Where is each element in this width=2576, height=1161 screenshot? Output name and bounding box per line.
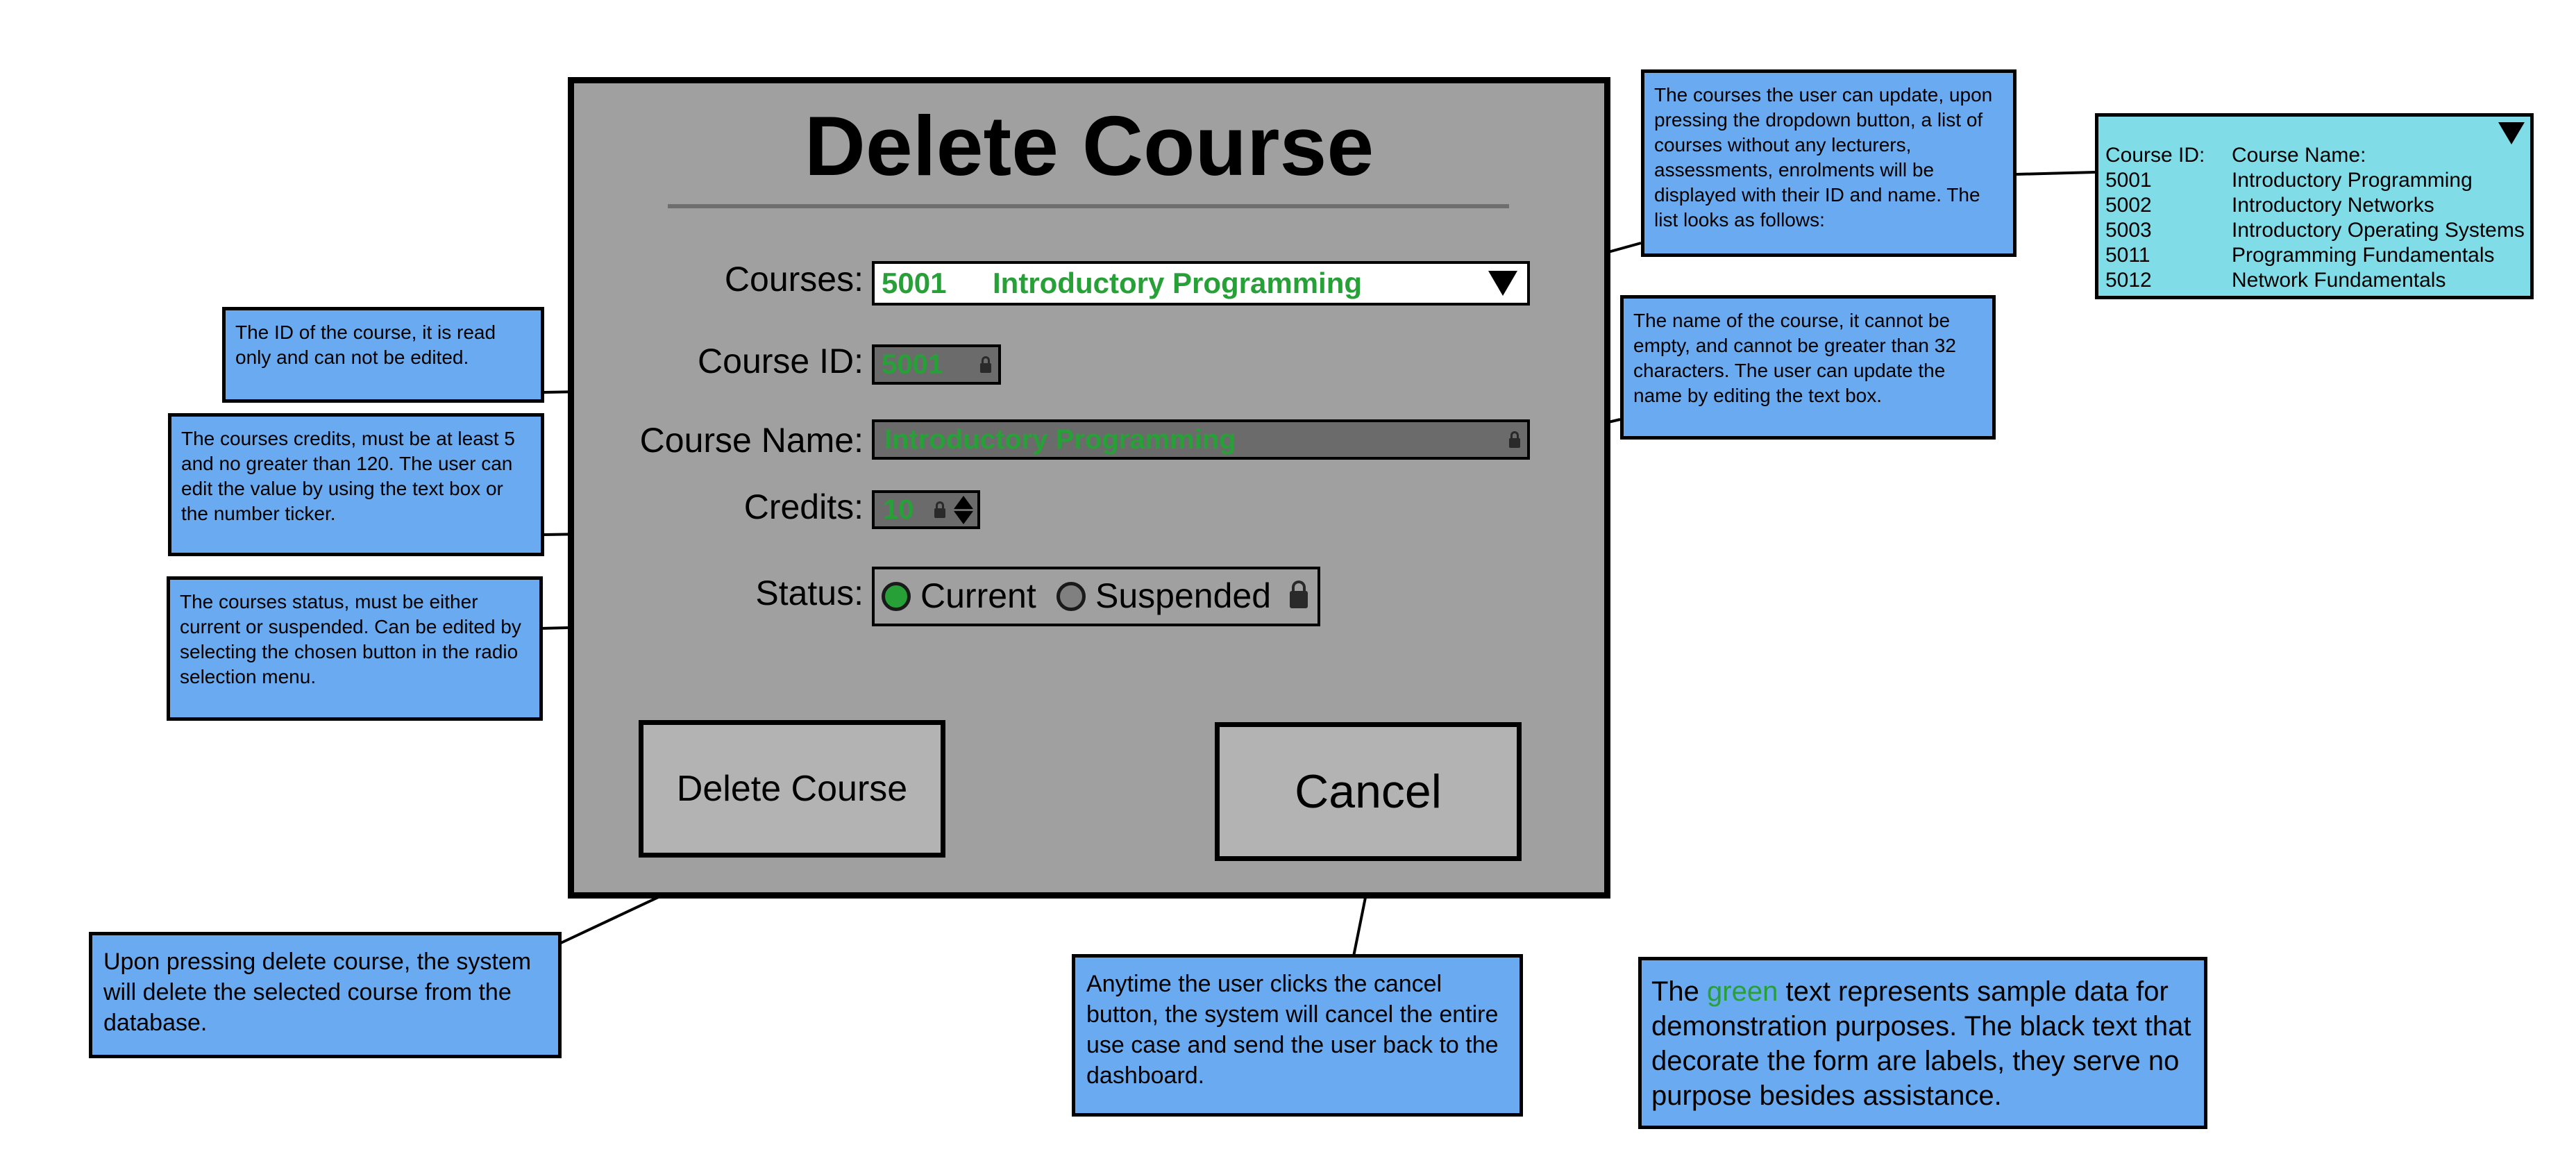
- header-course-id: Course ID:: [2105, 144, 2205, 167]
- credits-value: 10: [883, 494, 914, 525]
- course-name-value: Introductory Programming: [884, 424, 1236, 455]
- selected-course-name: Introductory Programming: [993, 267, 1363, 299]
- radio-current[interactable]: [882, 582, 911, 611]
- legend-green-word: green: [1707, 976, 1778, 1007]
- note-course-id: The ID of the course, it is read only an…: [222, 307, 544, 403]
- course-list-id: 5001: [2105, 169, 2152, 192]
- list-item: 5003 Introductory Operating Systems: [2105, 218, 2525, 243]
- note-credits: The courses credits, must be at least 5 …: [168, 413, 544, 556]
- courses-dropdown[interactable]: 5001 Introductory Programming: [872, 261, 1530, 306]
- delete-course-button[interactable]: Delete Course: [639, 720, 945, 858]
- status-option-suspended[interactable]: Suspended: [1095, 576, 1272, 615]
- course-list-id: 5002: [2105, 194, 2152, 217]
- legend-text-end: text represents sample data for demonstr…: [1651, 976, 2191, 1111]
- dropdown-arrow-icon[interactable]: [1488, 271, 1517, 296]
- status-option-current[interactable]: Current: [920, 576, 1036, 615]
- form-title: Delete Course: [804, 99, 1374, 193]
- credits-label: Credits:: [743, 487, 864, 526]
- status-label: Status:: [755, 574, 864, 612]
- course-id-value: 5001: [882, 349, 943, 380]
- courses-label: Courses:: [724, 260, 864, 299]
- selected-course-id: 5001: [882, 267, 947, 299]
- course-list-table: Course ID: Course Name: 5001 Introductor…: [2105, 143, 2525, 293]
- course-list-name: Introductory Networks: [2232, 194, 2434, 217]
- spinner-arrows-icon[interactable]: [954, 496, 973, 525]
- course-list-preview: Course ID: Course Name: 5001 Introductor…: [2095, 113, 2534, 299]
- title-divider: [668, 204, 1509, 208]
- header-course-name: Course Name:: [2232, 144, 2366, 167]
- list-item: 5002 Introductory Networks: [2105, 193, 2525, 218]
- note-status: The courses status, must be either curre…: [167, 576, 543, 721]
- course-list-name: Introductory Operating Systems: [2232, 219, 2525, 242]
- credits-field[interactable]: 10: [872, 490, 980, 529]
- course-list-header: Course ID: Course Name:: [2105, 143, 2525, 168]
- note-courses-dropdown: The courses the user can update, upon pr…: [1641, 69, 2017, 257]
- course-name-label: Course Name:: [639, 421, 864, 460]
- legend-text-start: The: [1651, 976, 1708, 1007]
- course-list-name: Network Fundamentals: [2232, 269, 2446, 292]
- note-delete-button: Upon pressing delete course, the system …: [89, 932, 562, 1058]
- cancel-button[interactable]: Cancel: [1215, 722, 1522, 861]
- course-name-field[interactable]: Introductory Programming: [872, 419, 1530, 460]
- course-list-name: Programming Fundamentals: [2232, 244, 2495, 267]
- course-list-id: 5003: [2105, 219, 2152, 242]
- course-id-field: 5001: [872, 344, 1001, 385]
- course-list-id: 5011: [2105, 244, 2150, 267]
- note-legend: The green text represents sample data fo…: [1638, 957, 2207, 1129]
- note-cancel-button: Anytime the user clicks the cancel butto…: [1072, 954, 1523, 1117]
- dropdown-arrow-icon: [2498, 122, 2525, 144]
- status-radio-group: Current Suspended: [872, 567, 1320, 626]
- course-list-name: Introductory Programming: [2232, 169, 2473, 192]
- list-item: 5011 Programming Fundamentals: [2105, 243, 2525, 268]
- note-course-name: The name of the course, it cannot be emp…: [1620, 295, 1996, 440]
- list-item: 5012 Network Fundamentals: [2105, 268, 2525, 293]
- lock-icon: [980, 356, 991, 373]
- radio-suspended[interactable]: [1057, 582, 1086, 611]
- lock-icon: [1290, 580, 1308, 608]
- lock-icon: [934, 501, 945, 518]
- connector-course-list: [2016, 171, 2096, 176]
- course-list-id: 5012: [2105, 269, 2152, 292]
- lock-icon: [1509, 431, 1520, 448]
- list-item: 5001 Introductory Programming: [2105, 168, 2525, 193]
- course-id-label: Course ID:: [698, 342, 864, 381]
